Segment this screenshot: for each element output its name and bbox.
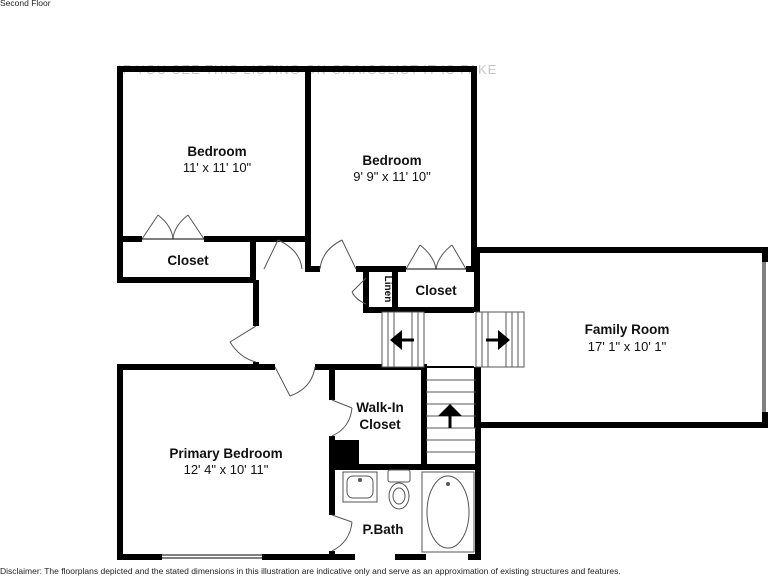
bedroom-left-name: Bedroom (187, 144, 246, 159)
arrow-up-icon (438, 404, 462, 428)
bathtub-icon (421, 471, 475, 553)
linen-name: Linen (382, 276, 393, 303)
bath-window-bottom (355, 554, 395, 560)
bedroom-left-dims: 11' x 11' 10" (183, 160, 252, 175)
door-swing-icon (331, 514, 353, 552)
closet-left-name: Closet (167, 253, 209, 268)
stairs (381, 311, 525, 453)
arrow-right-icon (486, 330, 510, 350)
bath-window-bottom-right (426, 554, 468, 560)
bedroom-left-door-gap (264, 266, 302, 272)
walk-in-closet-line1: Walk-In (356, 400, 404, 415)
toilet-icon (387, 469, 411, 510)
window-lines (162, 262, 766, 559)
door-swings (141, 214, 467, 552)
arrow-left-icon (390, 330, 414, 350)
walk-in-closet-line2: Closet (359, 417, 401, 432)
closet-right-name: Closet (415, 283, 457, 298)
bedroom-right-door-gap (320, 266, 356, 272)
door-swing-icon (172, 214, 205, 240)
family-room-dims: 17' 1" x 10' 1" (588, 339, 667, 354)
bedroom-right-walls (305, 66, 477, 272)
door-swing-icon (263, 239, 303, 270)
door-swing-icon (229, 325, 257, 363)
chase-block (333, 440, 359, 466)
family-room-name: Family Room (585, 322, 670, 337)
door-swing-icon (319, 239, 357, 270)
sink-icon (342, 471, 378, 503)
bedroom-right-name: Bedroom (362, 153, 421, 168)
bath-walls (329, 464, 481, 560)
bedroom-right-dims: 9' 9" x 11' 10" (353, 169, 431, 184)
primary-door-gap (275, 364, 315, 370)
bath-door-gap (329, 515, 335, 551)
floor-title: Second Floor (0, 0, 51, 8)
door-swing-icon (351, 277, 367, 305)
door-swing-icon (331, 399, 353, 437)
disclaimer-text: Disclaimer: The floorplans depicted and … (0, 566, 621, 576)
primary-bedroom-name: Primary Bedroom (169, 446, 282, 461)
door-swing-icon (141, 214, 174, 240)
bath-name: P.Bath (362, 522, 403, 537)
door-swing-icon (274, 366, 316, 397)
primary-window-bottom (162, 554, 262, 560)
primary-bedroom-dims: 12' 4" x 10' 11" (184, 462, 269, 477)
closet-left-walls (117, 239, 256, 283)
hall-door-gap (253, 326, 259, 362)
walk-in-door-gap (329, 400, 335, 436)
door-swing-icon (405, 244, 437, 270)
door-swing-icon (435, 244, 467, 270)
